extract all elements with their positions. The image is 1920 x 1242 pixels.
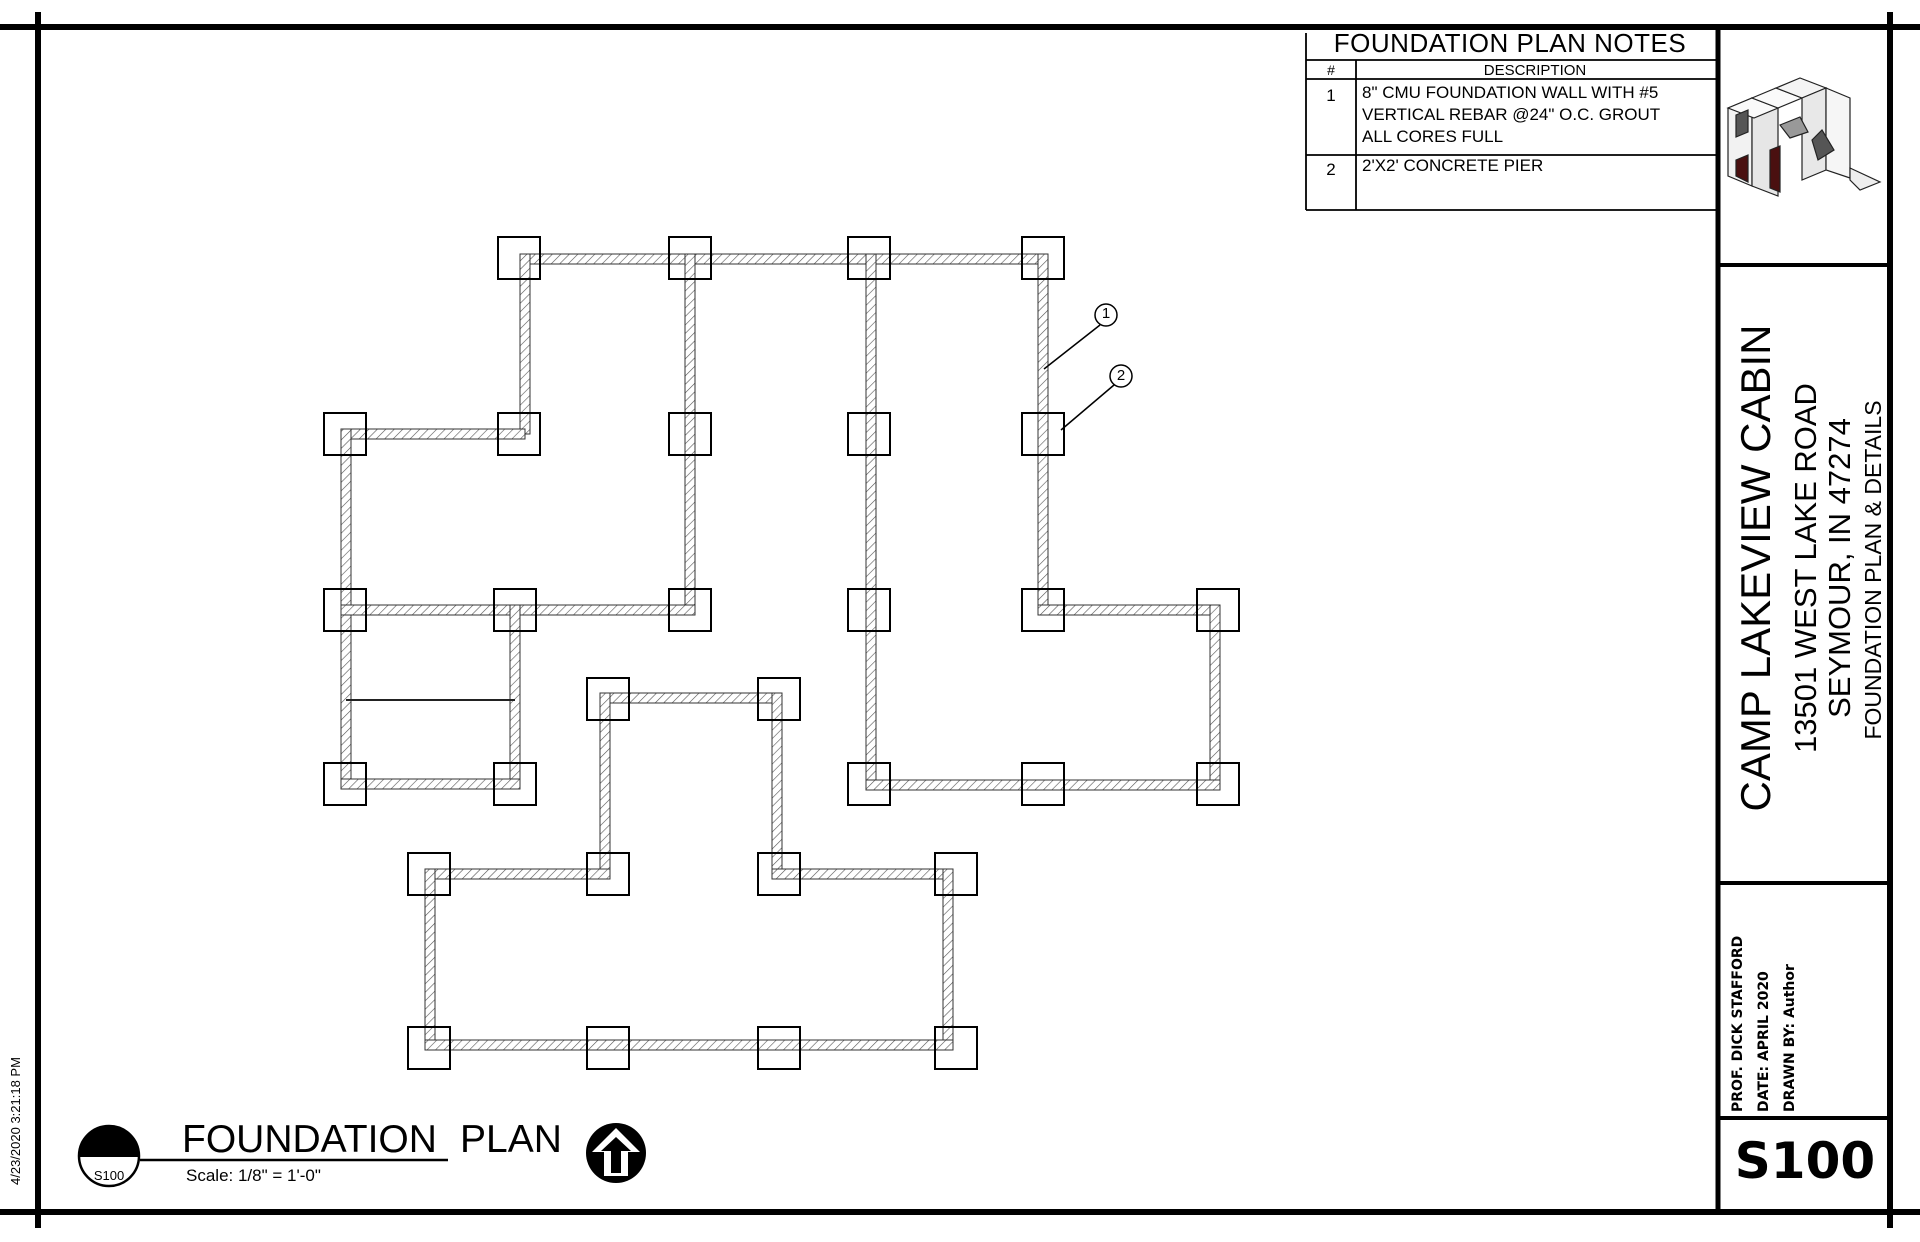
pier [757,852,801,896]
plan-title-word-1: FOUNDATION [182,1118,437,1161]
callout-bubble [1109,364,1133,388]
notes-table-title: FOUNDATION PLAN NOTES [1333,28,1687,58]
pier [1021,762,1065,806]
note-number: 1 [1326,86,1336,105]
note-line: 8" CMU FOUNDATION WALL WITH #5 [1362,83,1659,102]
pier [497,412,541,456]
sheet-border [0,12,1920,1228]
pier [1196,762,1240,806]
pier [586,852,630,896]
note-number: 2 [1326,160,1336,179]
callout-bubble [1094,303,1118,327]
project-title: CAMP LAKEVIEW CABIN [1732,324,1779,812]
title-block-frame [1715,27,1890,1212]
notes-table-frame [1305,33,1716,211]
pier [493,588,537,632]
pier [847,588,891,632]
pier [586,1026,630,1070]
wall-segment [424,868,611,880]
pier [847,762,891,806]
pier [323,588,367,632]
pier [847,236,891,280]
pier [1196,588,1240,632]
wall-segment [519,253,1045,265]
note-description: 8" CMU FOUNDATION WALL WITH #5 VERTICAL … [1362,82,1702,148]
view-title-graphic [77,1124,448,1188]
pier [934,852,978,896]
sheet-number: S100 [1734,1132,1876,1190]
firm-logo [1726,77,1882,197]
pier [1021,236,1065,280]
pier [757,677,801,721]
pier [407,1026,451,1070]
plan-scale: Scale: 1/8" = 1'-0" [186,1166,321,1185]
concrete-piers [323,236,1240,1070]
wall-segment [684,253,696,613]
note-line: VERTICAL REBAR @24" O.C. GROUT [1362,105,1661,124]
callout-leader [1043,324,1101,370]
project-city: SEYMOUR, IN 47274 [1822,418,1857,718]
drawing-date: DATE: APRIL 2020 [1756,971,1772,1112]
callout-tags [1043,303,1133,431]
pier [586,677,630,721]
callout-tag-label: 2 [1116,367,1126,384]
callout-tag-label: 1 [1101,305,1111,322]
note-line: 2'X2' CONCRETE PIER [1362,156,1544,175]
wall-segment [865,779,1221,791]
plan-title-word-2: PLAN [460,1118,562,1161]
pier [668,236,712,280]
wall-segment [424,1039,954,1051]
pier [1021,412,1065,456]
callout-leader [1060,384,1115,431]
note-description: 2'X2' CONCRETE PIER [1362,155,1702,177]
pier [668,588,712,632]
north-arrow-icon [586,1123,646,1183]
wall-segment [1037,604,1221,616]
wall-segment [509,604,521,790]
section-bubble-sheet-ref: S100 [93,1168,125,1183]
wall-segment [865,253,877,791]
wall-segment [519,253,531,435]
pier [497,236,541,280]
wall-segment [1037,253,1049,613]
note-line: ALL CORES FULL [1362,127,1504,146]
print-timestamp: 4/23/2020 3:21:18 PM [8,1057,23,1185]
pier [757,1026,801,1070]
pier [847,412,891,456]
pier [934,1026,978,1070]
pier [407,852,451,896]
foundation-walls [340,253,1221,1051]
pier [323,762,367,806]
project-address: 13501 WEST LAKE ROAD [1788,383,1823,753]
wall-segment [340,778,521,790]
sheet-subtitle: FOUNDATION PLAN & DETAILS [1860,400,1886,740]
notes-desc-header: DESCRIPTION [1483,62,1587,79]
professor-name: PROF. DICK STAFFORD [1730,935,1746,1112]
pier [1021,588,1065,632]
notes-num-header: # [1327,62,1335,78]
wall-segment [599,692,783,704]
pier [323,412,367,456]
drawn-by: DRAWN BY: Author [1782,964,1798,1112]
pier [493,762,537,806]
pier [668,412,712,456]
